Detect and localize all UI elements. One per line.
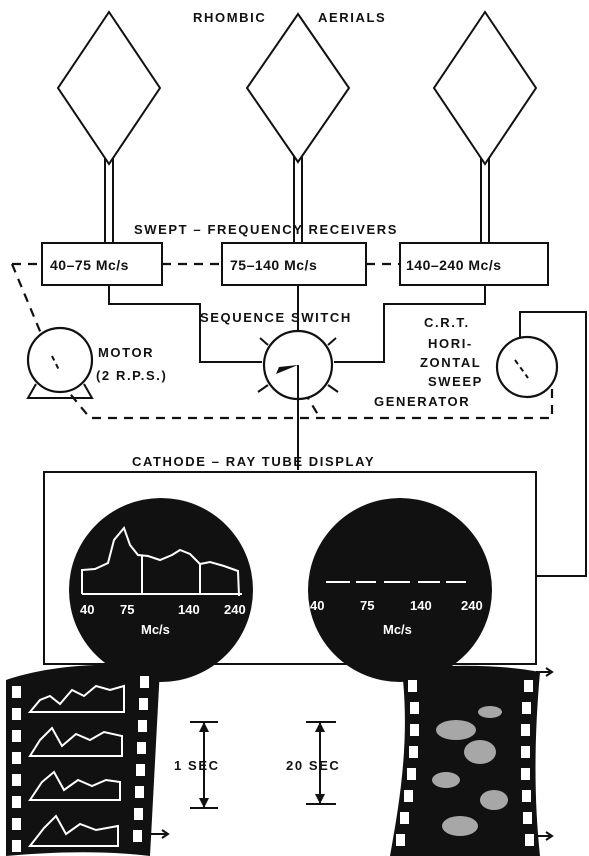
film-right-label: 20 SEC (286, 758, 340, 773)
sweep-generator-label-3: ZONTAL (420, 355, 481, 370)
title-rhombic: RHOMBIC (193, 10, 266, 25)
motor-speed-label: (2 R.P.S.) (96, 368, 167, 383)
sequence-switch-label: SEQUENCE SWITCH (200, 310, 352, 325)
timescale-1sec (190, 721, 218, 809)
scope-left-unit: Mc/s (141, 622, 170, 637)
motor (26, 326, 94, 399)
scope-right-tick-2: 75 (360, 598, 374, 613)
sweep-generator-label-5: GENERATOR (374, 394, 470, 409)
scope-right-tick-4: 240 (461, 598, 483, 613)
film-strip-left (6, 664, 160, 856)
rhombic-aerial-2 (245, 12, 351, 243)
sweep-generator-label-4: SWEEP (428, 374, 483, 389)
sweep-generator-label-2: HORI- (428, 336, 473, 351)
rhombic-aerial-1 (56, 10, 162, 243)
scope-left-tick-2: 75 (120, 602, 134, 617)
scope-right-tick-3: 140 (410, 598, 432, 613)
sweep-generator-label-1: C.R.T. (424, 315, 470, 330)
scope-left-tick-1: 40 (80, 602, 94, 617)
film-hooks (150, 663, 554, 841)
sequence-switch (257, 322, 339, 470)
timescale-20sec (306, 721, 336, 805)
scope-right-tick-1: 40 (310, 598, 324, 613)
receiver-label-2: 75–140 Mc/s (230, 257, 317, 273)
receivers-label: SWEPT – FREQUENCY RECEIVERS (134, 222, 398, 237)
receiver-box-2: 75–140 Mc/s (221, 242, 367, 286)
film-left-label: 1 SEC (174, 758, 220, 773)
scope-right: 40 75 140 240 Mc/s (308, 498, 492, 682)
receiver-box-1: 40–75 Mc/s (41, 242, 163, 286)
receiver-label-3: 140–240 Mc/s (406, 257, 502, 273)
display-frame (43, 471, 537, 665)
sweep-generator (495, 311, 587, 577)
display-label: CATHODE – RAY TUBE DISPLAY (132, 454, 375, 469)
rhombic-aerial-3 (432, 10, 538, 243)
scope-left-tick-3: 140 (178, 602, 200, 617)
motor-label: MOTOR (98, 345, 154, 360)
title-aerials: AERIALS (318, 10, 386, 25)
scope-right-unit: Mc/s (383, 622, 412, 637)
receiver-label-1: 40–75 Mc/s (50, 257, 129, 273)
scope-left-tick-4: 240 (224, 602, 246, 617)
scope-left-trace (81, 526, 242, 597)
film-strip-right (390, 665, 540, 856)
scope-left: 40 75 140 240 Mc/s (69, 498, 253, 682)
receiver-box-3: 140–240 Mc/s (399, 242, 549, 286)
